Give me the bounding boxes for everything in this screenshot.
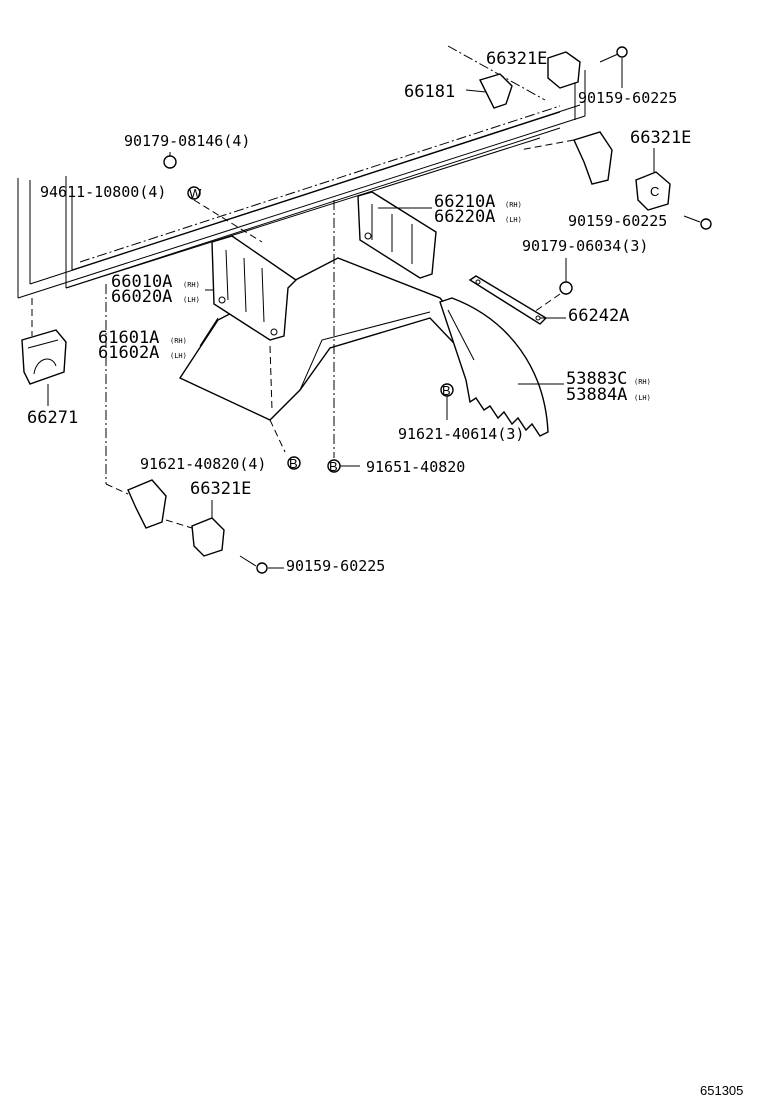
- mud-flap: [439, 297, 549, 437]
- label-53883c: 53883C: [566, 369, 627, 389]
- label-66020a: 66020A: [111, 287, 172, 307]
- label-66010a-side: (RH): [183, 281, 200, 289]
- mark-c: C: [650, 184, 659, 199]
- bracket-66010a: [211, 235, 298, 341]
- reference-number: 651305: [700, 1083, 743, 1098]
- label-66220a: 66220A: [434, 207, 495, 227]
- bolt-top: [599, 46, 628, 88]
- label-66181: 66181: [404, 82, 455, 102]
- label-66321e-top: 66321E: [486, 49, 547, 69]
- label-53883c-side: (RH): [634, 378, 651, 386]
- fasteners: W B B B: [163, 152, 573, 474]
- label-61601a: 61601A: [98, 328, 159, 348]
- label-94611-10800: 94611-10800(4): [40, 183, 166, 201]
- label-66010a: 66010A: [111, 272, 172, 292]
- cushion-right: C: [519, 131, 712, 230]
- label-66321e-bottom: 66321E: [190, 479, 251, 499]
- label-66210a-side: (RH): [505, 201, 522, 209]
- label-91621-40820: 91621-40820(4): [140, 455, 266, 473]
- label-91621-40614: 91621-40614(3): [398, 425, 524, 443]
- label-66242a: 66242A: [568, 306, 629, 326]
- stopper-66271: [21, 298, 67, 385]
- label-61601a-side: (RH): [170, 337, 187, 345]
- label-53884a: 53884A: [566, 385, 627, 405]
- label-61602a: 61602A: [98, 343, 159, 363]
- leaders: [47, 207, 566, 406]
- label-66321e-right: 66321E: [630, 128, 691, 148]
- label-66020a-side: (LH): [183, 296, 200, 304]
- cushion-top: [465, 51, 581, 109]
- mark-b1: B: [442, 383, 451, 398]
- mark-w: W: [189, 186, 202, 201]
- mark-b3: B: [329, 459, 338, 474]
- label-90159-60225-top: 90159-60225: [578, 89, 677, 107]
- label-53884a-side: (LH): [634, 394, 651, 402]
- bracket-66210a: [357, 191, 437, 279]
- bed-frame: [17, 45, 586, 299]
- cushion-bottom: [105, 284, 284, 574]
- label-61602a-side: (LH): [170, 352, 187, 360]
- label-90179-06034: 90179-06034(3): [522, 237, 648, 255]
- label-90159-60225-bottom: 90159-60225: [286, 557, 385, 575]
- label-90179-08146: 90179-08146(4): [124, 132, 250, 150]
- label-91651-40820: 91651-40820: [366, 458, 465, 476]
- label-66220a-side: (LH): [505, 216, 522, 224]
- label-66210a: 66210A: [434, 192, 495, 212]
- mark-b2: B: [289, 456, 298, 471]
- labels: 66321E 66181 90159-60225 90179-08146(4) …: [27, 49, 691, 575]
- label-66271: 66271: [27, 408, 78, 428]
- label-90159-60225-right: 90159-60225: [568, 212, 667, 230]
